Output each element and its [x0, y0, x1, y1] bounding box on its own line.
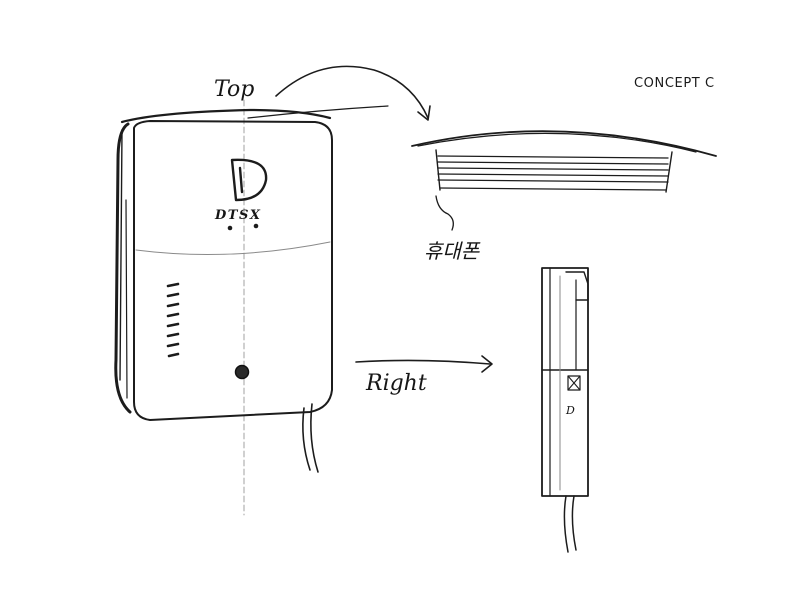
- arrow-right: [355, 359, 491, 365]
- side-logo: D: [565, 375, 581, 417]
- side-mark-text: D: [565, 404, 575, 417]
- power-button: [234, 364, 250, 380]
- label-right: Right: [365, 371, 427, 396]
- brand-text: DTSX: [214, 208, 261, 223]
- front-view: DTSX: [114, 105, 389, 473]
- indicator-dot-right: [253, 223, 259, 229]
- right-cable: [563, 495, 577, 553]
- right-view: D: [541, 267, 589, 553]
- label-top: Top: [214, 77, 254, 102]
- power-cable: [302, 403, 319, 473]
- label-note: 휴대폰: [424, 239, 481, 263]
- arrow-top: [275, 65, 429, 119]
- vent-slots: [166, 282, 180, 358]
- top-view: [411, 130, 717, 231]
- indicator-dot-left: [227, 225, 233, 231]
- logo-mark: [230, 158, 268, 202]
- concept-label: CONCEPT C: [634, 76, 715, 91]
